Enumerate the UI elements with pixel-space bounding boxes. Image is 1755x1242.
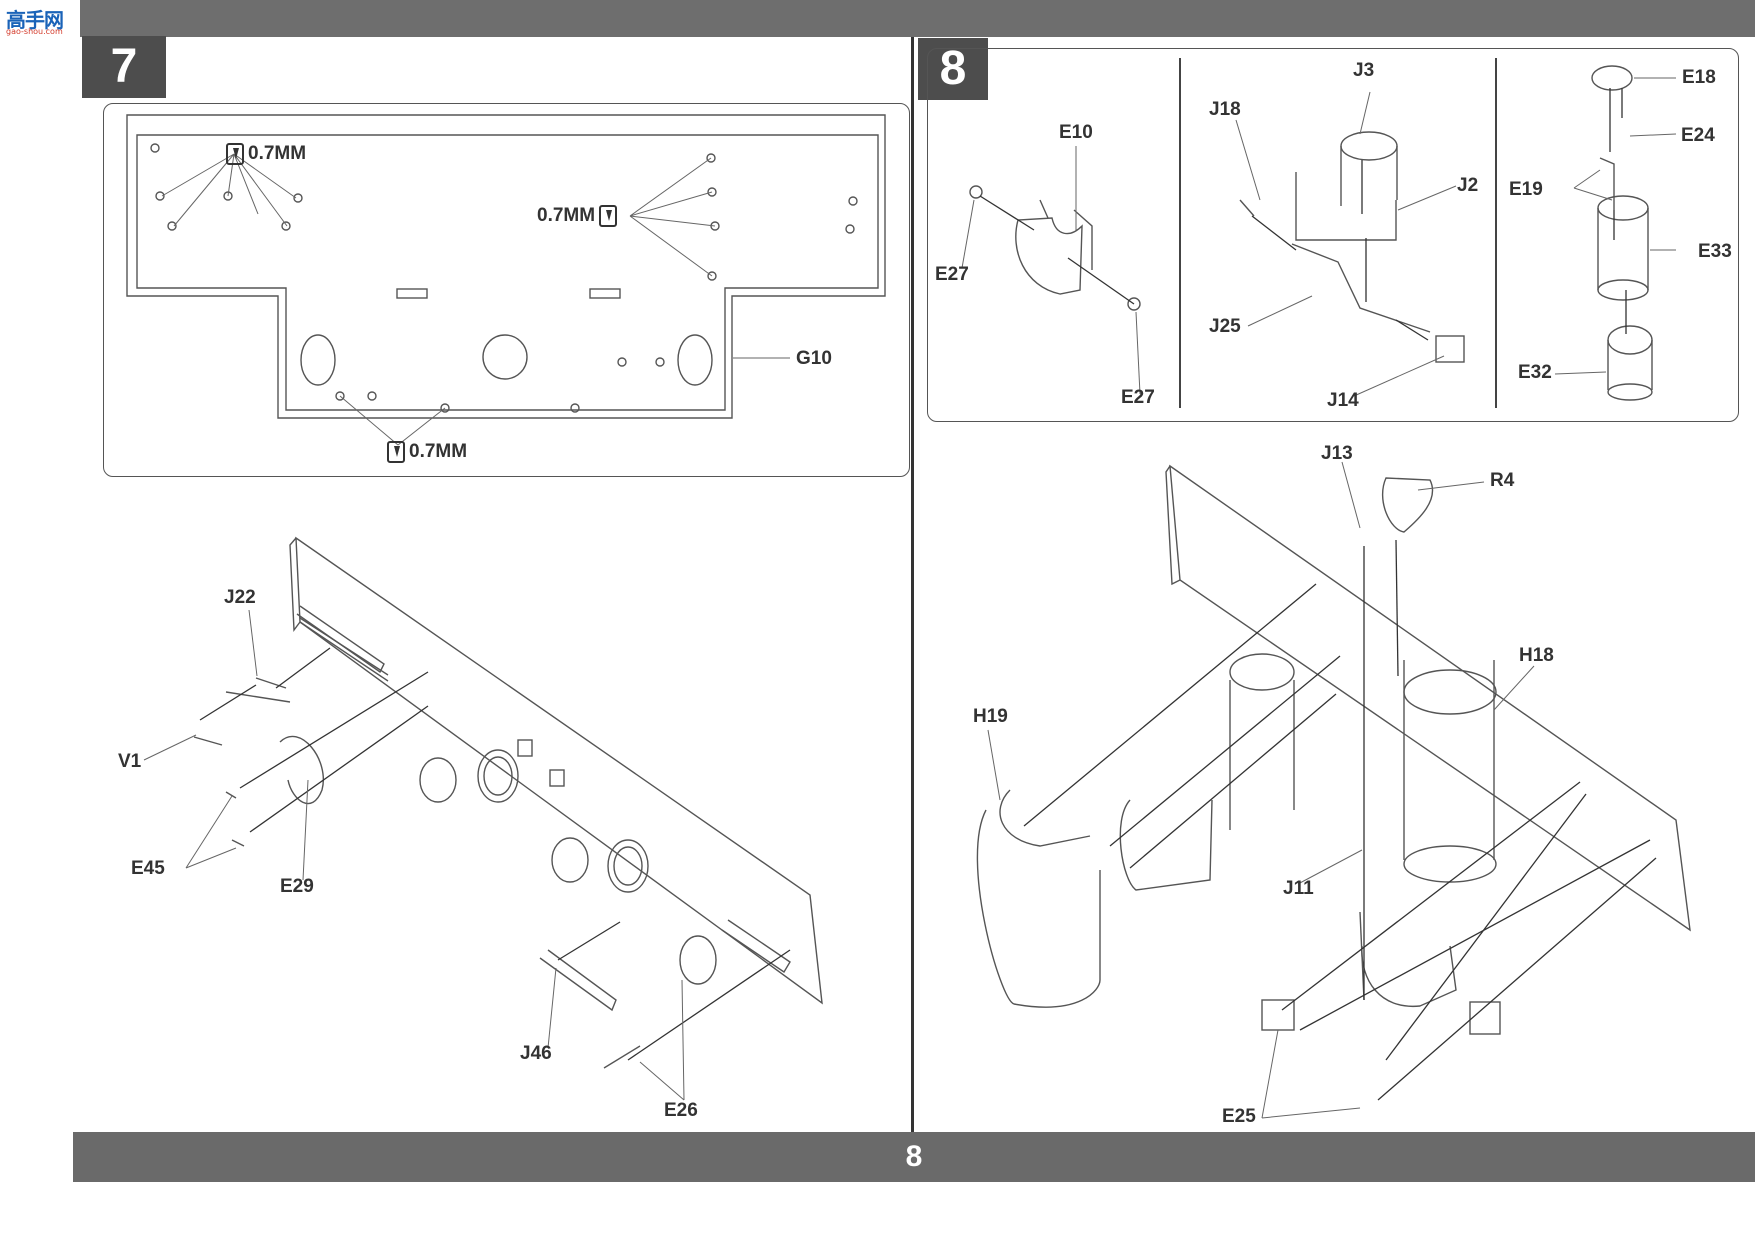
part-label-e24: E24 bbox=[1681, 125, 1715, 146]
drill-callout-3: 0.7MM bbox=[387, 441, 467, 463]
bottom-bar: 8 bbox=[73, 1132, 1755, 1182]
drill-icon bbox=[226, 143, 244, 165]
top-bar bbox=[80, 0, 1755, 37]
subassembly-separator-1 bbox=[1179, 58, 1181, 408]
step-8-main-leaders bbox=[987, 461, 1535, 1119]
part-label-j14: J14 bbox=[1327, 390, 1359, 411]
part-label-e27-upper: E27 bbox=[935, 264, 969, 285]
step-8-subassemblies bbox=[969, 65, 1653, 401]
drill-leader-lines bbox=[161, 153, 790, 446]
step-8-main-arrows bbox=[1023, 539, 1657, 1101]
part-label-j25: J25 bbox=[1209, 316, 1241, 337]
step-8-subassembly-leaders bbox=[961, 77, 1677, 397]
drill-size-label: 0.7MM bbox=[537, 205, 596, 226]
drill-icon bbox=[599, 205, 618, 227]
part-label-j46: J46 bbox=[520, 1043, 552, 1064]
drill-size-label: 0.7MM bbox=[409, 441, 468, 462]
g10-plate-outline bbox=[126, 114, 886, 419]
part-label-e32: E32 bbox=[1518, 362, 1552, 383]
logo-text: 高手网 bbox=[6, 8, 64, 32]
part-label-e27-lower: E27 bbox=[1121, 387, 1155, 408]
subassembly-separator-2 bbox=[1495, 58, 1497, 408]
part-label-g10: G10 bbox=[796, 348, 832, 369]
step-7-badge: 7 bbox=[82, 36, 166, 98]
step-8-subassembly-arrows bbox=[979, 88, 1627, 341]
drill-icon bbox=[387, 441, 405, 463]
step-8-subassembly-frame bbox=[927, 48, 1739, 422]
page-number: 8 bbox=[905, 1140, 923, 1173]
part-label-e45: E45 bbox=[131, 858, 165, 879]
part-label-j18: J18 bbox=[1209, 99, 1241, 120]
step-7-arrows bbox=[199, 647, 791, 1061]
part-label-e18: E18 bbox=[1682, 67, 1716, 88]
part-label-e10: E10 bbox=[1059, 122, 1093, 143]
part-label-h19: H19 bbox=[973, 706, 1008, 727]
part-label-j13: J13 bbox=[1321, 443, 1353, 464]
step-8-main-assembly bbox=[976, 464, 1691, 1035]
part-label-h18: H18 bbox=[1519, 645, 1554, 666]
part-label-e29: E29 bbox=[280, 876, 314, 897]
logo-url: gao-shou.com bbox=[6, 27, 63, 36]
step-7-leaders bbox=[143, 609, 685, 1101]
part-label-v1: V1 bbox=[118, 751, 142, 772]
part-label-r4: R4 bbox=[1490, 470, 1515, 491]
site-logo: 高手网 gao-shou.com bbox=[0, 0, 80, 37]
drill-size-label: 0.7MM bbox=[248, 143, 307, 164]
part-label-j22: J22 bbox=[224, 587, 256, 608]
part-label-j2: J2 bbox=[1457, 175, 1479, 196]
part-label-e25: E25 bbox=[1222, 1106, 1256, 1127]
center-divider bbox=[911, 37, 914, 1132]
part-label-e19: E19 bbox=[1509, 179, 1543, 200]
step-7-panel-iso bbox=[193, 536, 823, 1069]
part-label-e33: E33 bbox=[1698, 241, 1732, 262]
part-label-e26: E26 bbox=[664, 1100, 698, 1121]
part-label-j3: J3 bbox=[1353, 60, 1375, 81]
part-label-j11: J11 bbox=[1283, 878, 1314, 899]
drill-callout-2: 0.7MM bbox=[537, 205, 618, 227]
step-7-detail-frame bbox=[103, 103, 910, 477]
drill-callout-1: 0.7MM bbox=[226, 143, 306, 165]
